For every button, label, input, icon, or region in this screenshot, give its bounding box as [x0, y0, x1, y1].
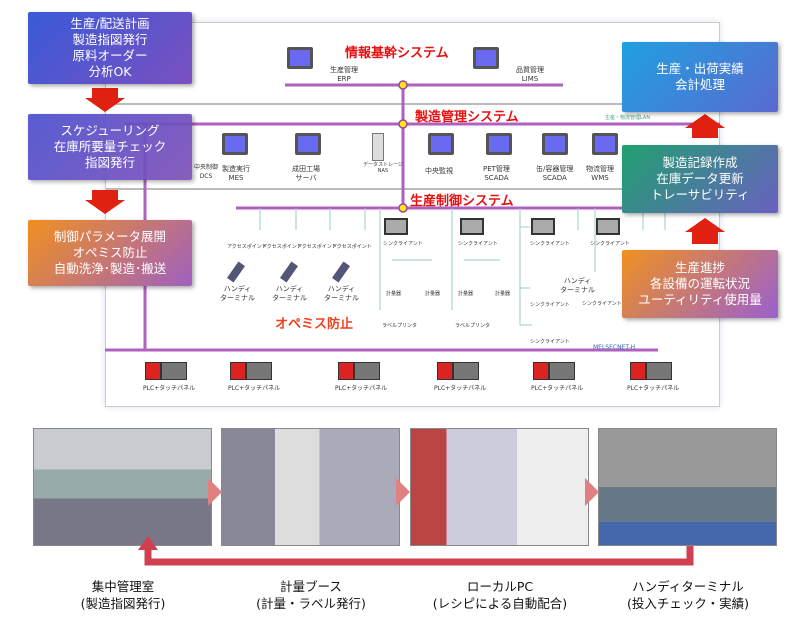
caption-handy-terminal: ハンディターミナル(投入チェック・実績): [626, 579, 749, 611]
bus-node: [398, 80, 408, 90]
control-box: 制御パラメータ展開オペミス防止自動洗浄･製造･搬送: [28, 220, 192, 286]
red-arrows: [85, 88, 725, 244]
handy-label: ハンディターミナル: [324, 285, 359, 302]
progress-box: 生産進捗各設備の運転状況ユーティリティ使用量: [622, 250, 778, 318]
ctrl-system-title: 生産制御システム: [410, 194, 514, 209]
handy-label: ハンディターミナル: [272, 285, 307, 302]
divider: [106, 103, 719, 105]
accounting-box: 生産・出荷実績会計処理: [622, 42, 778, 112]
ap-label: アクセスポイント: [262, 244, 302, 250]
computer-icon: [473, 47, 499, 69]
thin-client-icon: [596, 218, 620, 235]
plc-icon: [338, 362, 380, 380]
ap-label: アクセスポイント: [227, 244, 267, 250]
plc-icon: [630, 362, 672, 380]
scale-label: 計量器: [495, 291, 511, 297]
plc-label: PLC+タッチパネル: [228, 385, 281, 392]
photo-control-room: [33, 428, 212, 546]
computer-icon: [592, 133, 618, 155]
thin-client-label: シンクライアント: [590, 241, 630, 247]
flow-arrows: [138, 478, 694, 566]
printer-label: ラベルプリンタ: [455, 323, 491, 329]
scale-label: 計量器: [458, 291, 474, 297]
plc-label: PLC+タッチパネル: [143, 385, 196, 392]
thin-client-icon: [460, 218, 484, 235]
handy-label: ハンディターミナル: [560, 277, 595, 294]
central-monitor-label: 中央監視: [425, 167, 453, 175]
storage-icon: [372, 133, 384, 161]
bus-node: [398, 203, 408, 213]
ap-label: アクセスポイント: [297, 244, 337, 250]
thin-client-label: シンクライアント: [582, 301, 622, 307]
plc-icon: [145, 362, 187, 380]
photo-weighing-booth: [221, 428, 400, 546]
lan-label: 生産・物流管理LAN: [605, 115, 651, 121]
plc-label: PLC+タッチパネル: [627, 385, 680, 392]
plc-icon: [230, 362, 272, 380]
handy-label: ハンディターミナル: [220, 285, 255, 302]
opemiss-label: オペミス防止: [275, 317, 354, 332]
computer-icon: [428, 133, 454, 155]
computer-icon: [295, 133, 321, 155]
network-lines: [85, 80, 725, 352]
schedule-box: スケジューリング在庫所要量チェック指図発行: [28, 114, 192, 180]
flow-arrow: [396, 478, 410, 506]
melsecnet-label: MELSECNET-H: [593, 344, 636, 351]
scale-label: 計量器: [386, 291, 402, 297]
divider: [106, 188, 719, 190]
mfg-system-title: 製造管理システム: [415, 110, 519, 125]
thin-client-icon: [384, 218, 408, 235]
computer-icon: [222, 133, 248, 155]
thin-client-icon: [531, 218, 555, 235]
thin-client-label: シンクライアント: [530, 339, 570, 345]
caption-local-pc: ローカルPC(レシピによる自動配合): [432, 579, 568, 611]
printer-label: ラベルプリンタ: [382, 323, 418, 329]
plc-icon: [437, 362, 479, 380]
computer-icon: [287, 47, 313, 69]
plc-label: PLC+タッチパネル: [335, 385, 388, 392]
ap-label: アクセスポイント: [332, 244, 372, 250]
info-system-title: 情報基幹システム: [345, 46, 449, 61]
thin-client-label: シンクライアント: [530, 302, 570, 308]
scale-label: 計量器: [425, 291, 441, 297]
plc-icon: [533, 362, 575, 380]
caption-control-room: 集中管理室(製造指図発行): [80, 579, 166, 611]
server-label: 成田工場サーバ: [292, 165, 320, 182]
thin-client-label: シンクライアント: [458, 241, 498, 247]
photo-local-pc: [410, 428, 589, 546]
computer-icon: [542, 133, 568, 155]
thin-client-label: シンクライアント: [530, 241, 570, 247]
photo-handy-terminal: [598, 428, 777, 546]
caption-weighing-booth: 計量ブース(計量・ラベル発行): [256, 579, 366, 611]
flow-arrow: [208, 478, 222, 506]
computer-icon: [486, 133, 512, 155]
plc-label: PLC+タッチパネル: [531, 385, 584, 392]
flow-arrow: [585, 478, 599, 506]
plan-box: 生産/配送計画製造指図発行原料オーダー分析OK: [28, 12, 192, 84]
return-arrow-head: [138, 536, 158, 550]
thin-client-label: シンクライアント: [383, 241, 423, 247]
plc-label: PLC+タッチパネル: [434, 385, 487, 392]
record-box: 製造記録作成在庫データ更新トレーサビリティ: [622, 145, 778, 213]
bus-node: [398, 119, 408, 129]
return-arrow: [144, 546, 694, 566]
